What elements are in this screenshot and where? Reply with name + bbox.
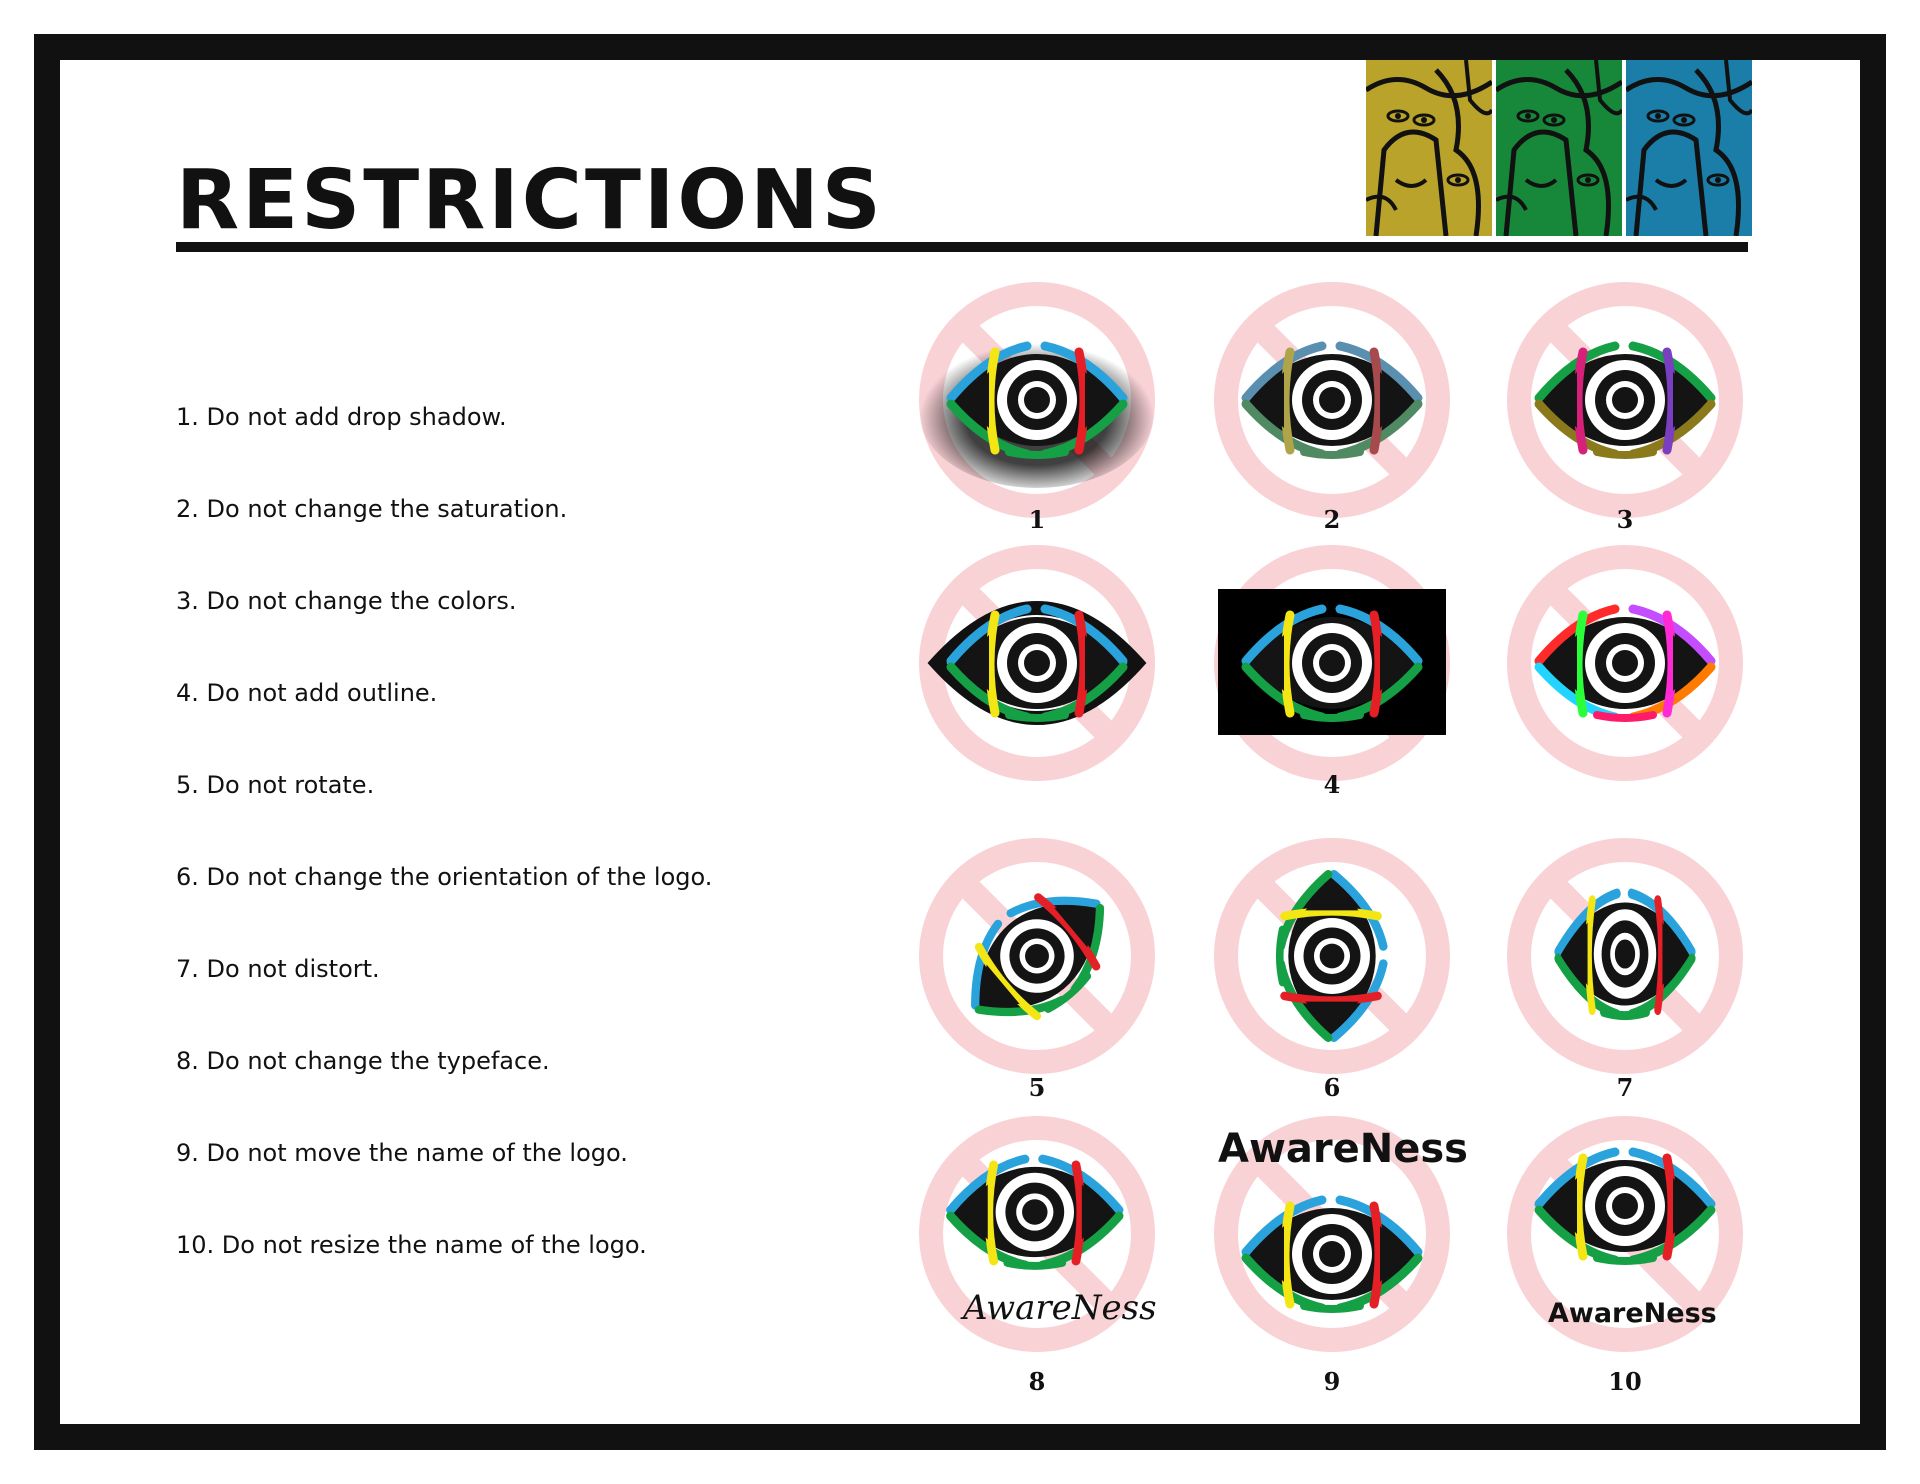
- example-rotated: [917, 836, 1157, 1076]
- rule-item: 10. Do not resize the name of the logo.: [176, 1231, 647, 1259]
- blue-faces-panel-art: [1626, 60, 1752, 236]
- rule-item: 4. Do not add outline.: [176, 679, 438, 707]
- example-number: 3: [1616, 505, 1634, 534]
- example-moved-name: [1212, 1114, 1452, 1354]
- example-number: 9: [1323, 1367, 1341, 1396]
- example-vertical: [1212, 836, 1452, 1076]
- logo-name-moved: AwareNess: [1218, 1126, 1468, 1172]
- yellow-faces-panel-art: [1366, 60, 1492, 236]
- eye-logo-vertical: [1214, 838, 1450, 1074]
- example-drop-shadow: [917, 280, 1157, 520]
- page-title: RESTRICTIONS: [176, 153, 884, 248]
- rule-item: 6. Do not change the orientation of the …: [176, 863, 713, 891]
- restrictions-list: 1. Do not add drop shadow. 2. Do not cha…: [176, 405, 712, 1325]
- green-faces-panel: [1496, 60, 1622, 236]
- example-wrong-typeface: [917, 1114, 1157, 1354]
- eye-logo-drop-shadow: [919, 282, 1155, 518]
- rule-item: 8. Do not change the typeface.: [176, 1047, 550, 1075]
- eye-logo-rainbow-gradient: [1507, 545, 1743, 781]
- logo-name-resized: AwareNess: [1548, 1298, 1717, 1329]
- example-number: 5: [1028, 1073, 1046, 1102]
- example-number: 10: [1608, 1367, 1642, 1396]
- example-desaturated: [1212, 280, 1452, 520]
- eye-logo-recolored: [1507, 282, 1743, 518]
- yellow-faces-panel: [1366, 60, 1492, 236]
- rule-item: 3. Do not change the colors.: [176, 587, 517, 615]
- eye-logo-outlined: [919, 545, 1155, 781]
- eye-logo-black-background: [1214, 545, 1450, 781]
- example-rainbow-gradient: [1505, 543, 1745, 783]
- example-number: 6: [1323, 1073, 1341, 1102]
- eye-logo-distorted: [1507, 838, 1743, 1074]
- rule-item: 7. Do not distort.: [176, 955, 380, 983]
- example-number: 7: [1616, 1073, 1634, 1102]
- example-number: 1: [1028, 505, 1046, 534]
- example-number: 4: [1323, 770, 1341, 799]
- eye-logo-resized-name: [1507, 1116, 1743, 1352]
- example-distorted: [1505, 836, 1745, 1076]
- eye-logo-moved-name: [1214, 1116, 1450, 1352]
- example-recolored: [1505, 280, 1745, 520]
- example-outlined: [917, 543, 1157, 783]
- eye-logo-desaturated: [1214, 282, 1450, 518]
- logo-name-wrong-typeface: AwareNess: [963, 1288, 1157, 1328]
- green-faces-panel-art: [1496, 60, 1622, 236]
- example-number: 8: [1028, 1367, 1046, 1396]
- rule-item: 5. Do not rotate.: [176, 771, 375, 799]
- example-black-background: [1212, 543, 1452, 783]
- eye-logo-wrong-typeface: [919, 1116, 1155, 1352]
- title-underline: [176, 242, 1748, 252]
- eye-logo-rotated: [919, 838, 1155, 1074]
- blue-faces-panel: [1626, 60, 1752, 236]
- rule-item: 2. Do not change the saturation.: [176, 495, 568, 523]
- rule-item: 1. Do not add drop shadow.: [176, 403, 507, 431]
- rule-item: 9. Do not move the name of the logo.: [176, 1139, 628, 1167]
- example-number: 2: [1323, 505, 1341, 534]
- example-resized-name: [1505, 1114, 1745, 1354]
